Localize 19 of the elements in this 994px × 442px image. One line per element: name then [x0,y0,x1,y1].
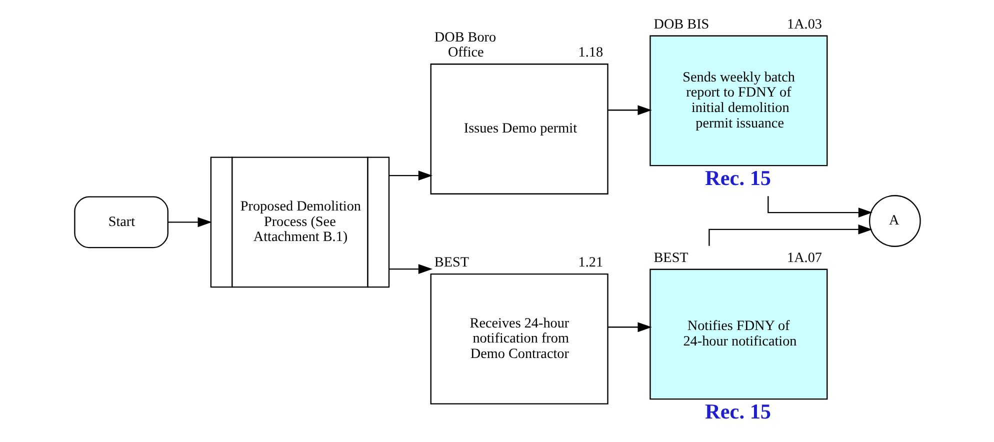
node-circle: A [868,195,920,247]
arrow [607,322,652,332]
arrow [708,224,872,246]
node-label: DOB BIS [653,16,709,32]
node-label: 1A.07 [786,250,822,266]
node-label: 1.21 [578,254,603,271]
node-label: Rec. 15 [704,399,771,424]
arrow [388,264,432,274]
arrow [388,170,432,181]
node-label: Rec. 15 [704,166,771,190]
arrow [607,105,652,116]
node-label: 1.18 [578,44,603,61]
node-box: Start [74,196,168,248]
node-label: BEST [434,254,468,271]
node-label: 1A.03 [786,16,822,32]
node-label: BEST [653,250,688,266]
arrow [767,196,872,218]
arrow [168,217,212,228]
node-label: DOB Boro Office [434,29,496,61]
